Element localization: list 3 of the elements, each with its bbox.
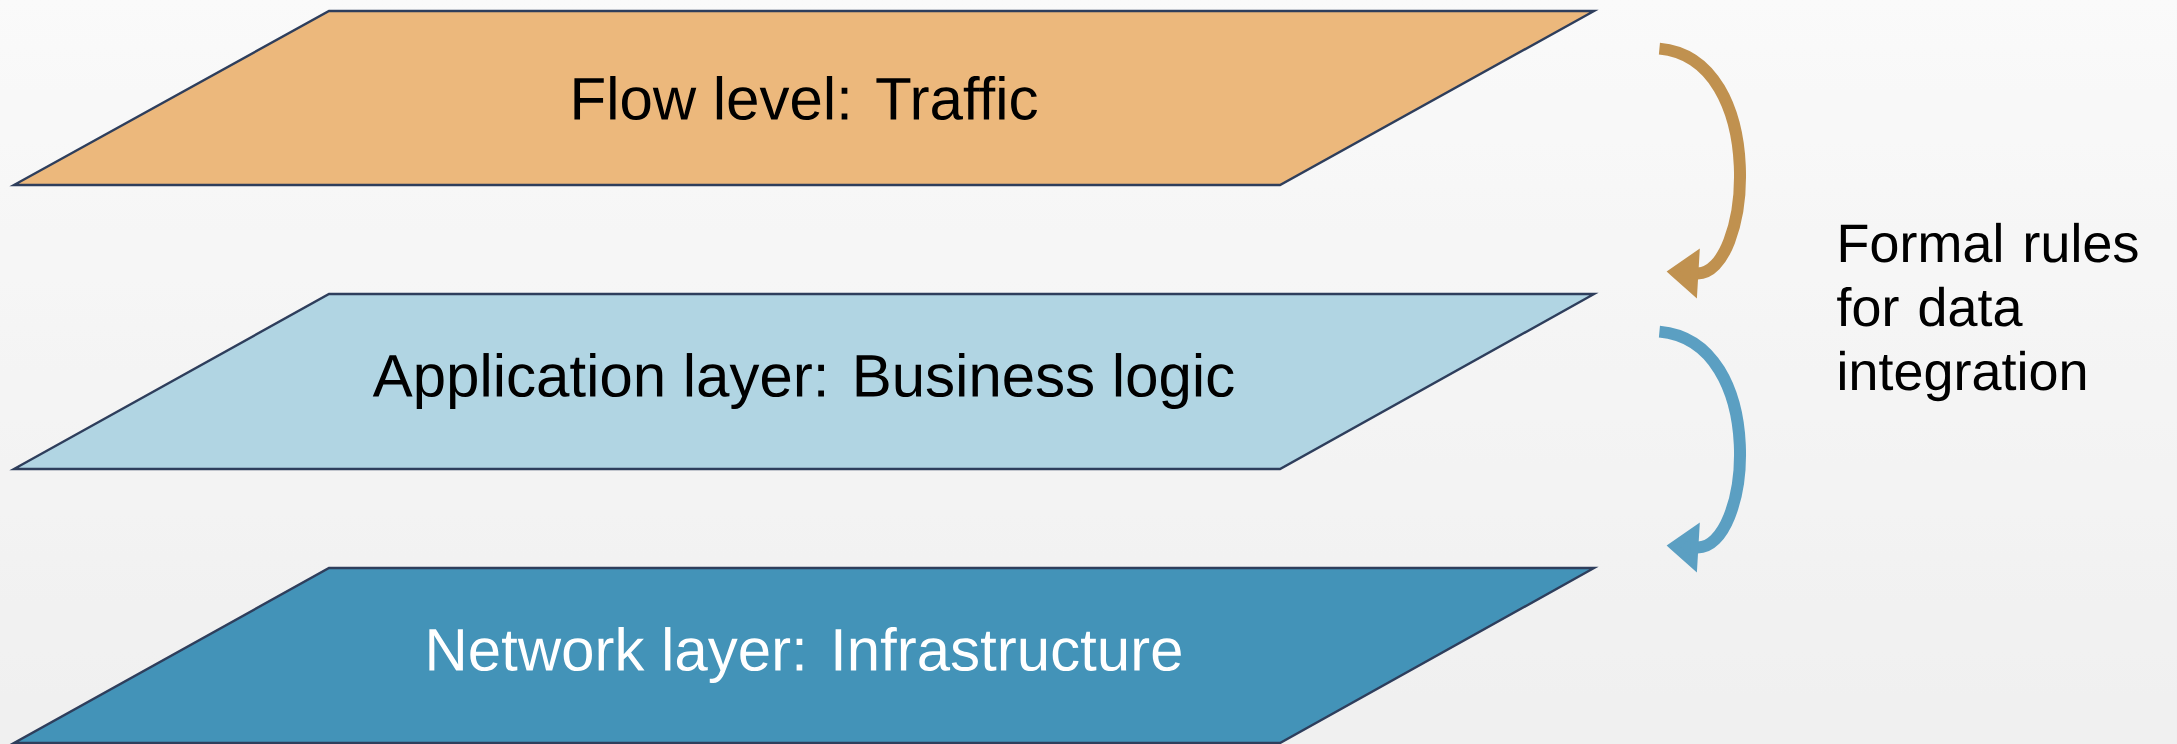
curved-arrow (1657, 42, 1746, 299)
curved-arrow (1657, 325, 1746, 573)
side-note: Formal rules for data integration (1837, 222, 2138, 402)
